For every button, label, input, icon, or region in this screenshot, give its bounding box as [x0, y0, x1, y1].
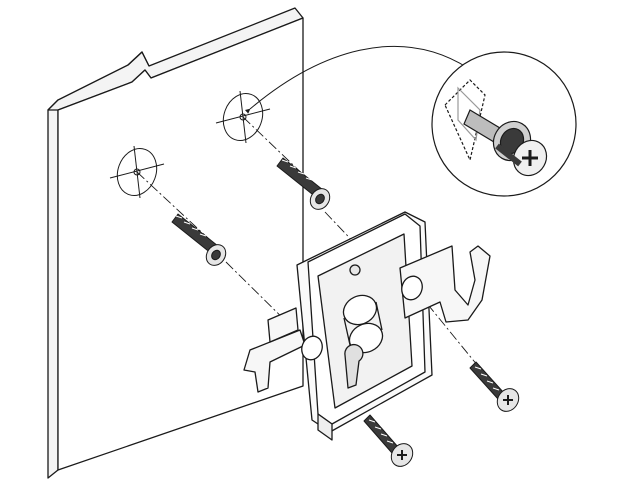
- mounting-bracket: [243, 211, 491, 441]
- detail-leader-line: [244, 46, 469, 114]
- wall-panel: [47, 7, 304, 479]
- wall-anchor-left: [171, 213, 227, 266]
- hole-mark-left: [109, 145, 165, 199]
- wall-anchor-right: [276, 157, 331, 210]
- mounting-screw-bottom: [363, 414, 414, 467]
- detail-magnifier: [431, 51, 577, 197]
- mounting-screw-right: [469, 361, 520, 412]
- hole-mark-right: [215, 90, 271, 144]
